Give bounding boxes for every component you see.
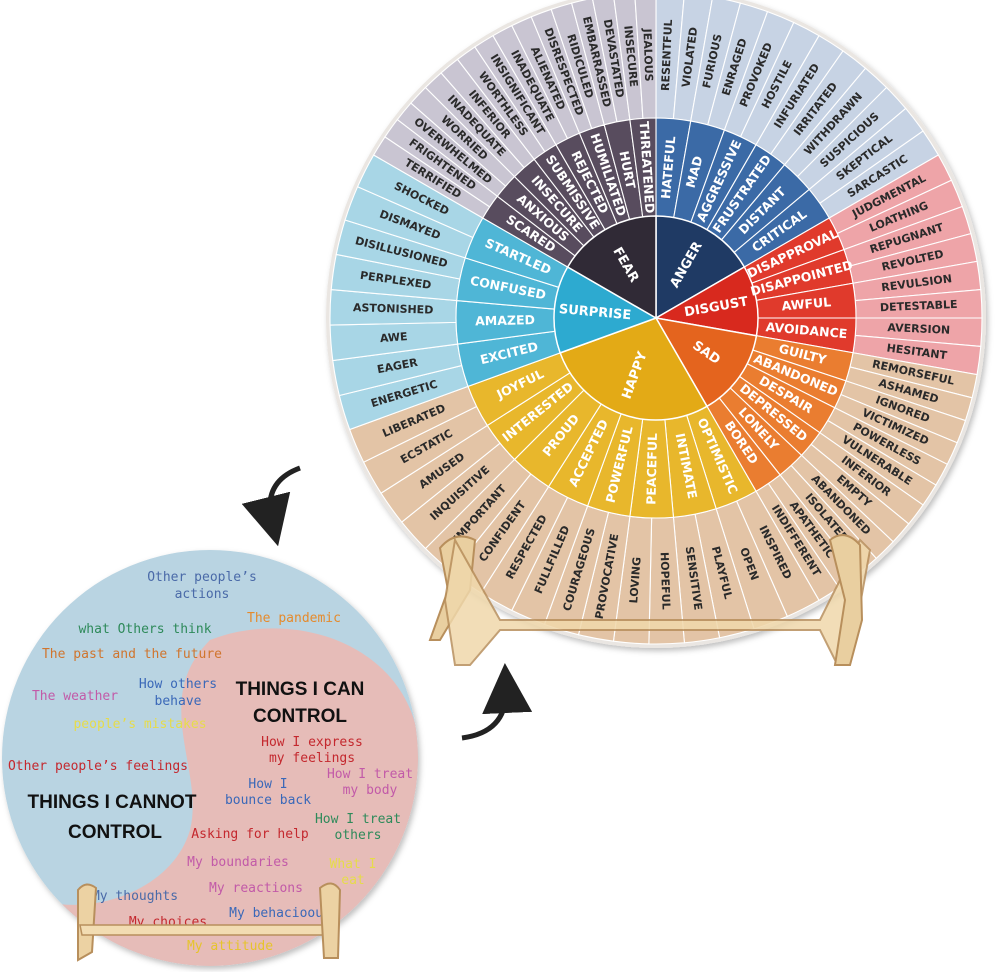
wheel-core	[553, 215, 759, 421]
wheel-core-segment	[655, 215, 746, 320]
can-item: How I	[248, 777, 287, 792]
wheel-label: JEALOUS	[640, 27, 655, 81]
cannot-title: CONTROL	[68, 822, 162, 843]
can-item: How I treat	[315, 812, 401, 827]
wheel-core-segment	[653, 265, 759, 337]
wheel-middle-ring	[455, 117, 857, 519]
arrow-up-icon	[461, 663, 533, 741]
wheel-label: INSECURE	[621, 25, 640, 88]
can-item: others	[335, 828, 382, 843]
wheel-label: AWE	[379, 330, 408, 345]
cannot-item: The pandemic	[247, 611, 341, 626]
can-item: bounce back	[225, 793, 311, 808]
wheel-label: AMAZED	[475, 312, 535, 328]
can-item: My behacioour	[229, 906, 331, 921]
wheel-core-segment	[553, 265, 658, 354]
cannot-item: Other people’s feelings	[8, 759, 188, 774]
cannot-item: people’s mistakes	[73, 717, 206, 732]
wheel-core-segment	[566, 215, 657, 320]
wheel-label: AWFUL	[781, 294, 832, 313]
control-board: THINGS I CAN CONTROL THINGS I CANNOT CONTRO…	[2, 550, 418, 966]
can-item: eat	[341, 873, 364, 888]
wheel-label: HATEFUL	[658, 135, 678, 199]
can-item: My boundaries	[187, 855, 289, 870]
cannot-item: actions	[175, 587, 230, 602]
board-stand	[77, 882, 342, 962]
cannot-item: The past and the future	[42, 647, 222, 662]
can-item: My reactions	[209, 881, 303, 896]
wheel-label: HOPEFUL	[658, 552, 673, 610]
can-item: My thoughts	[92, 889, 178, 904]
wheel-label: DETESTABLE	[880, 298, 958, 314]
wheel-core-label: SURPRISE	[558, 302, 632, 323]
cannot-item: behave	[155, 694, 202, 709]
wheel-label: ASTONISHED	[353, 301, 434, 317]
can-item: My attitude	[187, 939, 273, 954]
cannot-title: THINGS I CANNOT	[28, 792, 197, 813]
wheel-label: LOVING	[627, 557, 644, 604]
wheel-core-segment	[559, 317, 709, 421]
wheel-core-segment	[654, 316, 758, 408]
can-item: How I express	[261, 735, 363, 750]
cannot-item: How others	[139, 677, 217, 692]
wheel-label: AVERSION	[887, 321, 950, 337]
wheel-stand	[428, 534, 872, 666]
cannot-item: Other people’s	[147, 570, 257, 585]
cannot-item: what Others think	[78, 622, 211, 637]
can-item: my feelings	[269, 751, 355, 766]
can-title: CONTROL	[253, 706, 347, 727]
wheel-label: PEACEFUL	[643, 433, 660, 505]
wheel-label: RESENTFUL	[659, 19, 675, 91]
can-item: Asking for help	[191, 827, 309, 842]
arrow-down-icon	[241, 465, 301, 547]
can-item: my body	[343, 783, 398, 798]
wheel-label: THREATENED	[637, 121, 658, 214]
board-can-region	[2, 628, 418, 966]
wheel-label: AVOIDANCE	[765, 319, 848, 341]
cannot-item: The weather	[32, 689, 118, 704]
can-item: What I	[330, 857, 377, 872]
wheel-label: HURT	[616, 150, 638, 191]
can-item: How I treat	[327, 767, 413, 782]
can-title: THINGS I CAN	[236, 679, 365, 700]
board-text: THINGS I CAN CONTROL THINGS I CANNOT CONTRO…	[8, 570, 413, 954]
